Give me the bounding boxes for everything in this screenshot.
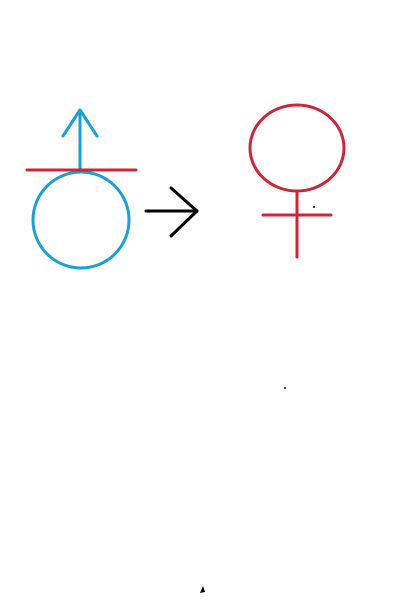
stray-specks — [200, 206, 315, 593]
male-symbol-arrowhead — [61, 108, 99, 138]
female-symbol-group — [248, 103, 346, 259]
transition-arrow — [144, 186, 199, 238]
speck-dot — [284, 387, 286, 389]
female-symbol-circle — [248, 103, 346, 193]
male-symbol-group — [25, 108, 138, 270]
male-symbol-circle — [31, 170, 131, 270]
speck-mark — [200, 586, 205, 593]
speck-dot — [313, 206, 315, 208]
arrow-head — [169, 186, 199, 238]
